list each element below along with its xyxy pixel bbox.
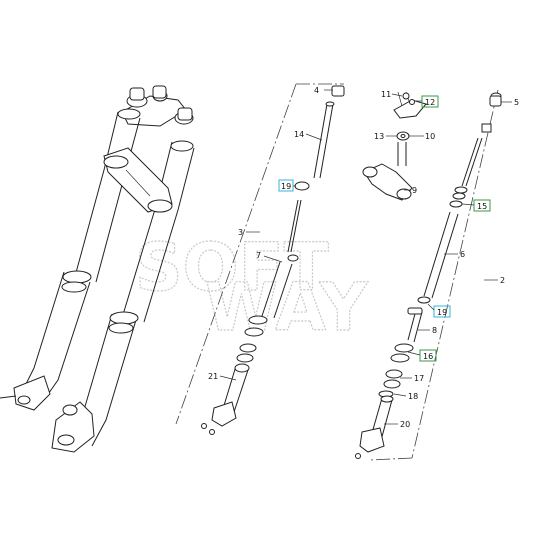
- callout-18: 18: [408, 392, 418, 401]
- callout-14: 14: [294, 130, 304, 139]
- callout-9: 9: [412, 186, 417, 195]
- callout-11: 11: [381, 90, 391, 99]
- callout-7: 7: [256, 251, 261, 260]
- callout-20: 20: [400, 420, 410, 429]
- watermark: SOFT WAY: [134, 228, 369, 346]
- callout-8: 8: [432, 326, 437, 335]
- callout-5: 5: [514, 98, 519, 107]
- highlight-box-12: [421, 95, 439, 108]
- callout-17: 17: [414, 374, 424, 383]
- highlight-box-15: [473, 199, 491, 212]
- watermark-line2: WAY: [205, 269, 369, 346]
- callout-labels: 4 14 19 3 7 21 11 12 13 10 9 5: [208, 86, 519, 429]
- highlight-box-16: [419, 349, 437, 362]
- callout-13: 13: [374, 132, 384, 141]
- callout-10: 10: [425, 132, 435, 141]
- lower-triple-clamp: [103, 147, 173, 213]
- callout-6: 6: [460, 250, 465, 259]
- highlight-box-19b: [433, 305, 451, 318]
- callout-19a: 19: [281, 182, 291, 191]
- callout-4: 4: [314, 86, 319, 95]
- callout-3: 3: [238, 228, 243, 237]
- callout-15: 15: [477, 202, 487, 211]
- fork-leg-2-exploded: [355, 89, 502, 461]
- watermark-line1: SOFT: [135, 229, 329, 306]
- clamp-exploded: [362, 91, 427, 201]
- callout-16: 16: [423, 352, 433, 361]
- callout-2: 2: [500, 276, 505, 285]
- callout-19b: 19: [437, 308, 447, 317]
- upper-triple-clamp: [121, 85, 194, 127]
- assembled-fork-illustration: [0, 85, 195, 453]
- callout-21: 21: [208, 372, 218, 381]
- callout-12: 12: [425, 98, 435, 107]
- highlight-box-19a: [278, 179, 294, 192]
- fork-leg-3-exploded: [175, 83, 345, 435]
